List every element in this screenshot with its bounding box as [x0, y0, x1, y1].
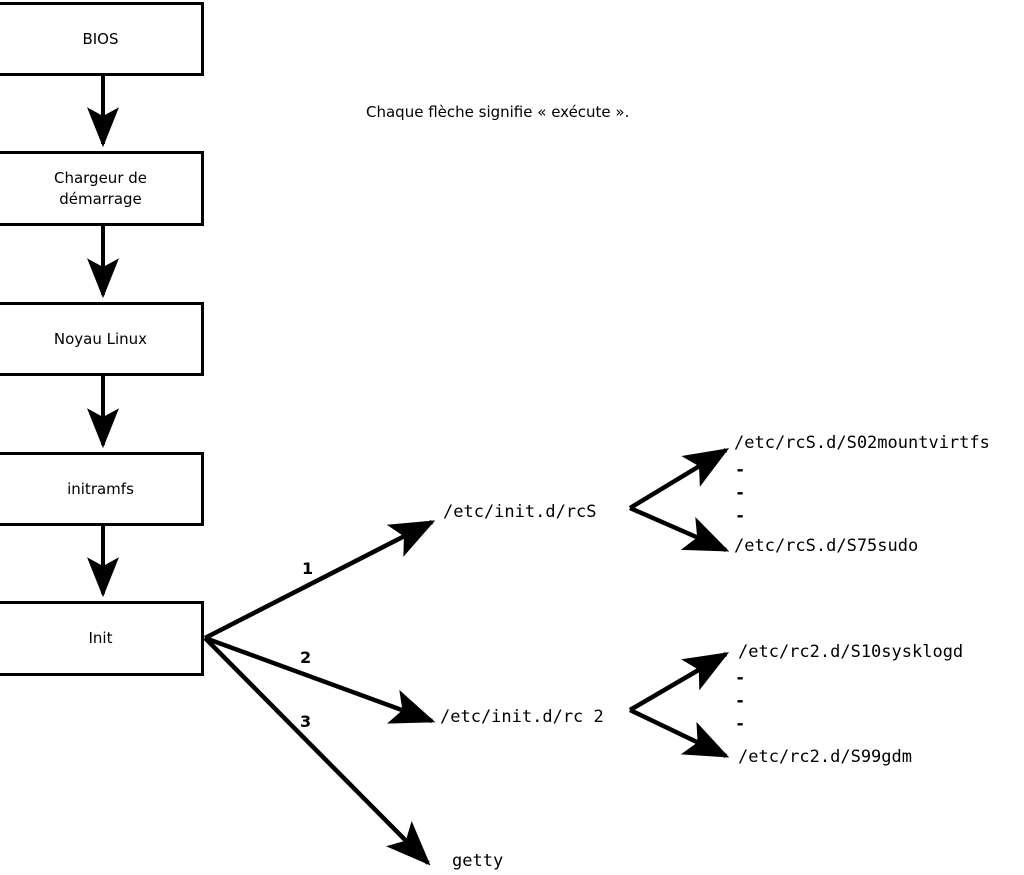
init-arrow-1-rcs — [203, 519, 436, 641]
rcs-ellipsis-dash-3: - — [735, 506, 746, 526]
label-rc2-first-script: /etc/rc2.d/S10sysklogd — [738, 642, 964, 662]
edge-number-1: 1 — [302, 559, 314, 578]
node-init-label: Init — [88, 629, 113, 648]
label-rcs-first-script: /etc/rcS.d/S02mountvirtfs — [734, 433, 990, 453]
rcs-ellipsis-dash-1: - — [735, 460, 746, 480]
node-initramfs-label: initramfs — [67, 479, 134, 498]
rcs-arrow-to-last-script — [629, 505, 730, 553]
edge-number-2: 2 — [300, 648, 312, 667]
node-bios: BIOS — [0, 2, 204, 76]
node-kernel: Noyau Linux — [0, 302, 204, 376]
label-init-d-rcs: /etc/init.d/rcS — [443, 502, 597, 522]
init-arrow-2-rc2 — [204, 635, 436, 724]
node-bootloader: Chargeur de démarrage — [0, 151, 204, 226]
rc2-ellipsis-dash-2: - — [735, 691, 746, 711]
node-init: Init — [0, 601, 204, 676]
node-bios-label: BIOS — [82, 29, 119, 48]
init-arrow-3-getty — [203, 636, 431, 866]
rcs-arrow-to-first-script — [628, 448, 730, 510]
label-init-d-rc2: /etc/init.d/rc 2 — [440, 707, 604, 727]
diagram-caption: Chaque flèche signifie « exécute ». — [366, 103, 630, 121]
node-kernel-label: Noyau Linux — [53, 329, 148, 348]
label-rcs-last-script: /etc/rcS.d/S75sudo — [734, 536, 919, 556]
rc2-arrow-to-first-script — [628, 652, 730, 712]
rc2-ellipsis-dash-1: - — [735, 668, 746, 688]
rcs-ellipsis-dash-2: - — [735, 483, 746, 503]
node-bootloader-label: Chargeur de démarrage — [53, 169, 148, 208]
edge-number-3: 3 — [300, 712, 312, 731]
node-initramfs: initramfs — [0, 452, 204, 526]
label-getty: getty — [452, 851, 504, 871]
rc2-ellipsis-dash-3: - — [735, 714, 746, 734]
rc2-arrow-to-last-script — [629, 707, 730, 759]
label-rc2-last-script: /etc/rc2.d/S99gdm — [738, 747, 912, 767]
